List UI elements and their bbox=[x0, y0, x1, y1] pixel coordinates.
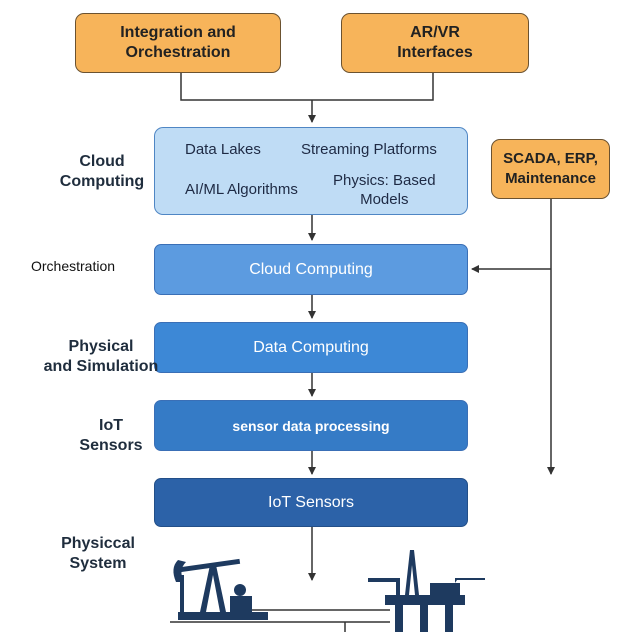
scada-erp-maintenance-label: SCADA, ERP, Maintenance bbox=[503, 150, 598, 187]
aiml-algorithms-label: AI/ML Algorithms bbox=[185, 181, 298, 198]
offshore-platform-icon bbox=[368, 550, 485, 632]
sensor-processing-layer: sensor data processing bbox=[154, 400, 468, 451]
sensor-processing-layer-label: sensor data processing bbox=[232, 417, 390, 434]
arvr-interfaces-label: AR/VR Interfaces bbox=[397, 24, 473, 61]
side-label-cloud-computing: Cloud Computing bbox=[59, 153, 145, 190]
physics-models-label: Physics: Based Models bbox=[333, 172, 436, 208]
streaming-platforms-label: Streaming Platforms bbox=[301, 141, 437, 158]
integration-orchestration-box: Integration and Orchestration bbox=[75, 13, 281, 73]
cloud-computing-layer: Cloud Computing bbox=[154, 244, 468, 295]
scada-erp-maintenance-box: SCADA, ERP, Maintenance bbox=[491, 139, 610, 199]
top-merge-line bbox=[180, 73, 434, 101]
side-label-physical-simulation: Physical and Simulation bbox=[43, 338, 159, 375]
data-lakes-label: Data Lakes bbox=[185, 141, 261, 158]
cloud-computing-layer-label: Cloud Computing bbox=[249, 260, 373, 278]
data-computing-layer: Data Computing bbox=[154, 322, 468, 373]
side-label-iot-sensors: IoT Sensors bbox=[79, 417, 143, 454]
iot-sensors-layer: IoT Sensors bbox=[154, 478, 468, 527]
cloud-services-box: Data Lakes Streaming Platforms AI/ML Alg… bbox=[154, 127, 468, 215]
iot-sensors-layer-label: IoT Sensors bbox=[268, 493, 354, 511]
integration-orchestration-label: Integration and Orchestration bbox=[120, 24, 236, 61]
pumpjack-icon bbox=[173, 558, 268, 620]
arvr-interfaces-box: AR/VR Interfaces bbox=[341, 13, 529, 73]
side-label-orchestration: Orchestration bbox=[31, 258, 116, 274]
data-computing-layer-label: Data Computing bbox=[253, 338, 369, 356]
side-label-physical-system: Physiccal System bbox=[61, 535, 135, 572]
